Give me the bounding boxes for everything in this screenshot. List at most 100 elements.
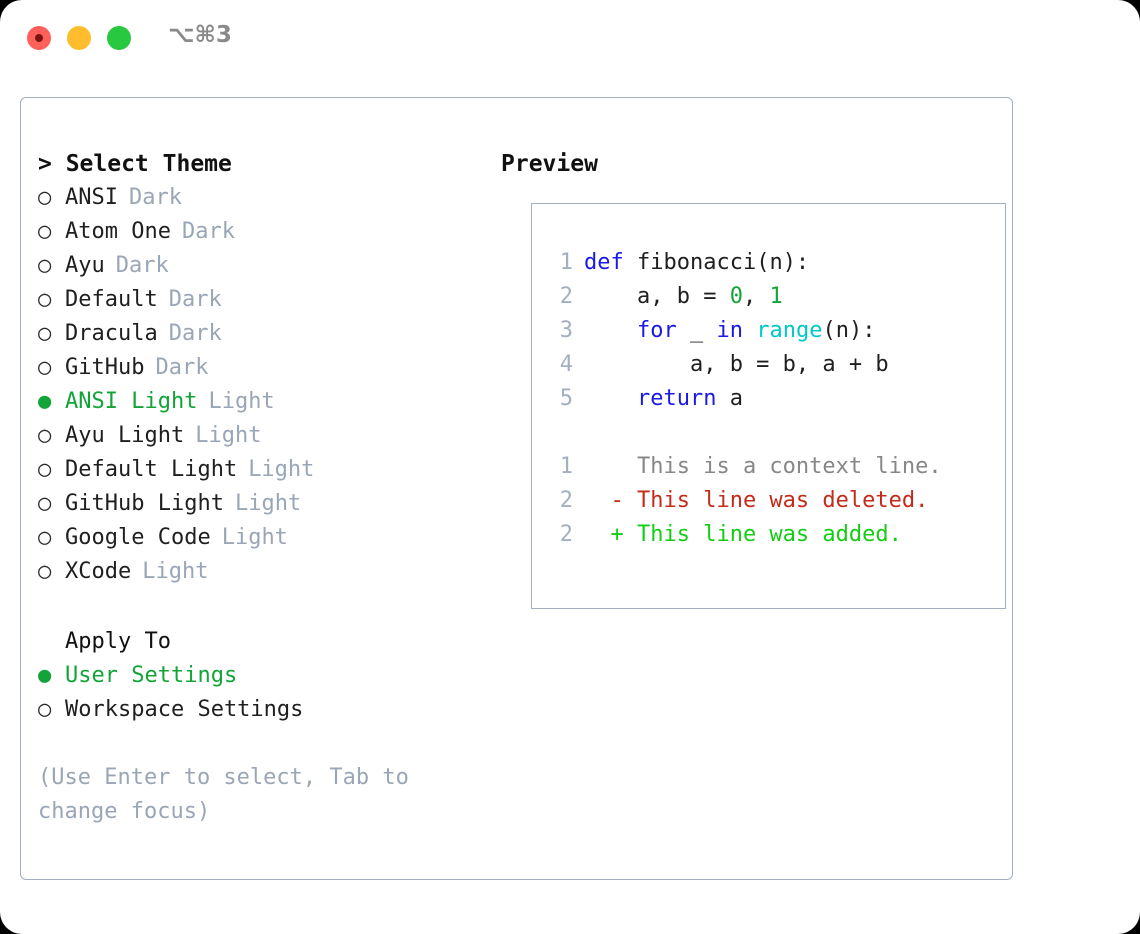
- theme-kind-label: Light: [208, 389, 275, 414]
- radio-selected-icon: ●: [38, 663, 52, 688]
- code-line-content: return a: [573, 386, 743, 411]
- radio-unselected-icon: ○: [38, 491, 52, 516]
- theme-name-label: ANSI: [65, 185, 118, 210]
- code-line: 3 for _ in range(n):: [551, 314, 942, 348]
- radio-selected-icon: ●: [38, 389, 52, 414]
- radio-unselected-icon: ○: [38, 219, 52, 244]
- line-number: 1: [559, 454, 573, 479]
- theme-name-label: Google Code: [65, 525, 211, 550]
- apply-to-option[interactable]: ○ Workspace Settings: [38, 693, 478, 727]
- code-token: [743, 318, 756, 343]
- code-token: 1: [769, 284, 783, 309]
- code-token: [584, 386, 637, 411]
- theme-kind-label: Dark: [155, 355, 209, 380]
- code-token: a, b = b, a + b: [584, 352, 889, 377]
- diff-line-content: This is a context line.: [584, 454, 942, 479]
- diff-line-content: - This line was deleted.: [584, 488, 929, 513]
- line-number: 2: [559, 284, 573, 309]
- keyboard-shortcut-label: ⌥⌘3: [168, 22, 232, 48]
- theme-list-item[interactable]: ● ANSI Light Light: [38, 385, 478, 419]
- code-token: for: [636, 318, 677, 343]
- preview-heading: Preview: [501, 151, 598, 177]
- code-diff-spacer: [551, 416, 942, 450]
- code-token: [584, 318, 637, 343]
- code-line-content: a, b = b, a + b: [573, 352, 889, 377]
- select-theme-heading: > Select Theme: [38, 151, 232, 177]
- code-token: in: [716, 318, 743, 343]
- diff-line: 2 + This line was added.: [551, 518, 942, 552]
- code-line: 5 return a: [551, 382, 942, 416]
- theme-name-label: GitHub Light: [65, 491, 224, 516]
- code-token: 0: [729, 284, 743, 309]
- code-token: a: [716, 386, 743, 411]
- diff-line: 1 This is a context line.: [551, 450, 942, 484]
- line-number: 5: [559, 386, 573, 411]
- radio-unselected-icon: ○: [38, 287, 52, 312]
- diff-line-content: + This line was added.: [584, 522, 902, 547]
- apply-to-option[interactable]: ● User Settings: [38, 659, 478, 693]
- code-line: 2 a, b = 0, 1: [551, 280, 942, 314]
- theme-kind-label: Light: [142, 559, 209, 584]
- theme-name-label: Atom One: [65, 219, 171, 244]
- theme-list-item[interactable]: ○ Default Dark: [38, 283, 478, 317]
- code-token: ,: [742, 284, 770, 309]
- radio-unselected-icon: ○: [38, 697, 52, 722]
- line-number: 2: [559, 488, 573, 513]
- code-token: return: [636, 386, 717, 411]
- radio-unselected-icon: ○: [38, 559, 52, 584]
- theme-name-label: ANSI Light: [65, 389, 198, 414]
- code-token: _: [676, 318, 717, 343]
- theme-list-item[interactable]: ○ Ayu Dark: [38, 249, 478, 283]
- theme-name-label: Ayu Light: [65, 423, 185, 448]
- line-number: 2: [559, 522, 573, 547]
- theme-kind-label: Light: [234, 491, 302, 516]
- theme-name-label: Dracula: [65, 321, 158, 346]
- theme-kind-label: Dark: [168, 287, 222, 312]
- radio-unselected-icon: ○: [38, 423, 52, 448]
- radio-unselected-icon: ○: [38, 355, 52, 380]
- theme-list-item[interactable]: ○ Ayu Light Light: [38, 419, 478, 453]
- theme-list-item[interactable]: ○ Atom One Dark: [38, 215, 478, 249]
- radio-unselected-icon: ○: [38, 185, 52, 210]
- diff-sample: 1 This is a context line. 2 - This line w…: [551, 450, 942, 552]
- theme-kind-label: Dark: [128, 185, 182, 210]
- line-number: 3: [559, 318, 573, 343]
- keyboard-hint-text: (Use Enter to select, Tab to change focu…: [38, 765, 409, 824]
- code-line-content: a, b = 0, 1: [573, 284, 783, 309]
- apply-to-label: Workspace Settings: [65, 697, 304, 722]
- theme-name-label: Default Light: [65, 457, 238, 482]
- theme-kind-label: Dark: [181, 219, 235, 244]
- theme-list-item[interactable]: ○ ANSI Dark: [38, 181, 478, 215]
- theme-name-label: Default: [65, 287, 158, 312]
- theme-kind-label: Light: [221, 525, 288, 550]
- maximize-button[interactable]: [107, 26, 131, 50]
- theme-kind-label: Dark: [115, 253, 169, 278]
- code-line: 4 a, b = b, a + b: [551, 348, 942, 382]
- code-line-content: def fibonacci(n):: [573, 250, 809, 275]
- theme-list-item[interactable]: ○ Dracula Dark: [38, 317, 478, 351]
- radio-unselected-icon: ○: [38, 253, 52, 278]
- theme-list-item[interactable]: ○ GitHub Light Light: [38, 487, 478, 521]
- apply-to-label: User Settings: [65, 663, 238, 688]
- code-line-content: for _ in range(n):: [573, 318, 875, 343]
- code-token: (n):: [822, 318, 876, 343]
- theme-kind-label: Dark: [168, 321, 222, 346]
- theme-name-label: Ayu: [65, 253, 105, 278]
- radio-unselected-icon: ○: [38, 321, 52, 346]
- close-button[interactable]: [27, 26, 51, 50]
- apply-to-list[interactable]: ● User Settings ○ Workspace Settings: [38, 659, 478, 727]
- theme-kind-label: Light: [248, 457, 315, 482]
- minimize-button[interactable]: [67, 26, 91, 50]
- theme-kind-label: Light: [195, 423, 262, 448]
- title-bar: ⌥⌘3: [0, 0, 1140, 76]
